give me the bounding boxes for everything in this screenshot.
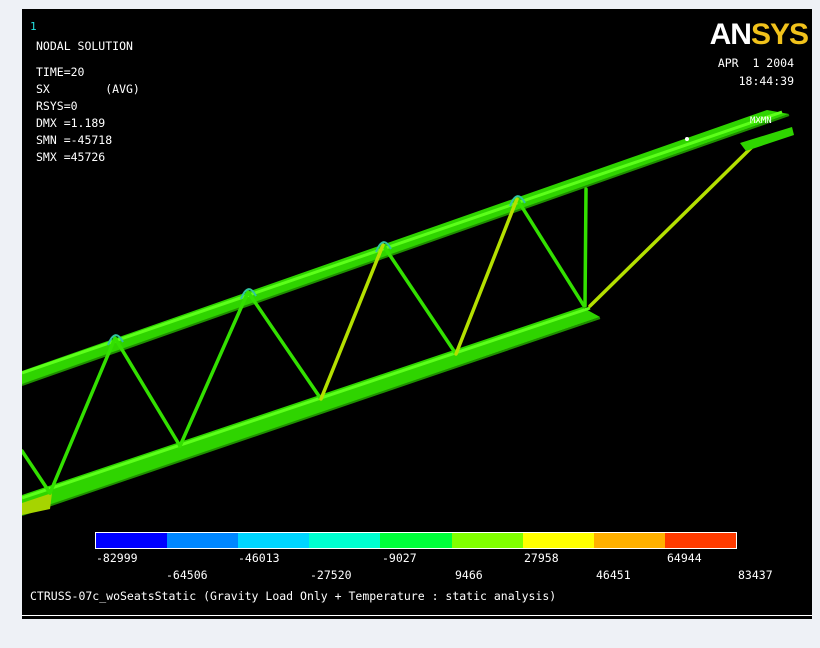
legend-color-segment: [522, 533, 594, 548]
date-label: APR 1 2004: [717, 56, 794, 70]
legend-label-lower-4: 46451: [596, 568, 631, 582]
node-marker: [685, 137, 689, 141]
dmx-label: DMX =1.189: [36, 116, 106, 130]
top-chord: [22, 110, 789, 385]
mn-mx-marker: MXMN: [750, 116, 772, 126]
time-label: TIME=20: [36, 65, 85, 79]
legend-color-segment: [451, 533, 523, 548]
analysis-subtitle: CTRUSS-07c_woSeatsStatic (Gravity Load O…: [30, 589, 557, 603]
bottom-chord-shadow: [22, 317, 601, 516]
web-diagonals-yellow: [319, 144, 755, 401]
truss-model-view: MXMN: [22, 110, 794, 516]
sx-label: SX (AVG): [36, 82, 140, 96]
rsys-label: RSYS=0: [36, 99, 78, 113]
clock-label: 18:44:39: [738, 74, 794, 88]
top-chord-highlight: [22, 110, 783, 375]
bottom-chord-highlight: [22, 306, 591, 500]
end-bracket: [740, 127, 794, 151]
smx-label: SMX =45726: [36, 150, 106, 164]
footer-divider: [22, 615, 812, 616]
legend-label-upper-1: -82999: [96, 551, 138, 565]
legend-label-upper-2: -46013: [238, 551, 280, 565]
bottom-chord-end-yellow: [22, 493, 52, 515]
ansys-logo: ANSYS: [709, 18, 809, 51]
contour-legend-bar: [95, 532, 737, 549]
legend-label-upper-3: -9027: [382, 551, 417, 565]
legend-label-upper-5: 64944: [667, 551, 702, 565]
window-number: 1: [30, 20, 37, 33]
smn-label: SMN =-45718: [36, 133, 113, 147]
legend-color-segment: [593, 533, 665, 548]
legend-label-lower-2: -27520: [310, 568, 352, 582]
ansys-plot-window: MXMN 1 NODAL SOLUTION TIME=20 SX (AVG) R…: [22, 9, 812, 619]
plot-title: NODAL SOLUTION: [36, 39, 133, 53]
legend-color-segment: [309, 533, 381, 548]
top-chord-shadow: [22, 114, 790, 386]
legend-label-upper-4: 27958: [524, 551, 559, 565]
web-diagonals: [22, 187, 588, 495]
legend-label-lower-1: -64506: [166, 568, 208, 582]
chord-bumps: [107, 195, 526, 346]
legend-color-segment: [167, 533, 239, 548]
legend-label-lower-5: 83437: [738, 568, 773, 582]
legend-color-segment: [96, 533, 168, 548]
legend-color-segment: [238, 533, 310, 548]
legend-color-segment: [664, 533, 736, 548]
legend-color-segment: [380, 533, 452, 548]
legend-label-lower-3: 9466: [455, 568, 483, 582]
bottom-chord: [22, 307, 600, 515]
